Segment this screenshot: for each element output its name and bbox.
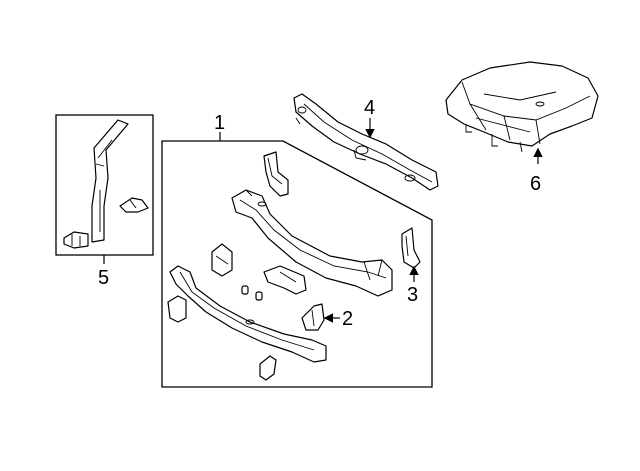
part-6-group: 6 [445, 61, 599, 195]
callout-3: 3 [407, 284, 418, 306]
callout-2: 2 [342, 308, 353, 330]
part-1-mid-bracket [263, 265, 307, 295]
part-6-skid-plate [445, 61, 599, 147]
part-4-crossmember [293, 93, 439, 191]
callout-6: 6 [530, 173, 541, 195]
part-1-upper-crossmember [231, 189, 393, 297]
part-1-lower-crossmember [169, 265, 327, 363]
part-1-frame [161, 140, 433, 388]
part-5-group: 5 [55, 114, 154, 289]
callout-5: 5 [98, 267, 109, 289]
part-5-lower-clip [63, 231, 89, 249]
part-1-pin-b [255, 291, 263, 301]
part-1-top-bracket [263, 151, 289, 197]
part-2-group: 2 [301, 303, 353, 331]
callout-4: 4 [364, 97, 375, 119]
part-4-group: 4 [293, 93, 439, 191]
part-3-group: 3 [401, 227, 421, 306]
callout-1: 1 [214, 112, 225, 134]
part-1-pin-a [241, 285, 249, 295]
part-5-upright-bracket [91, 119, 129, 243]
part-3-bracket [401, 227, 421, 269]
part-1-left-bracket [167, 295, 187, 323]
part-1-group: 1 [161, 112, 433, 388]
part-1-bottom-bracket [259, 355, 277, 381]
